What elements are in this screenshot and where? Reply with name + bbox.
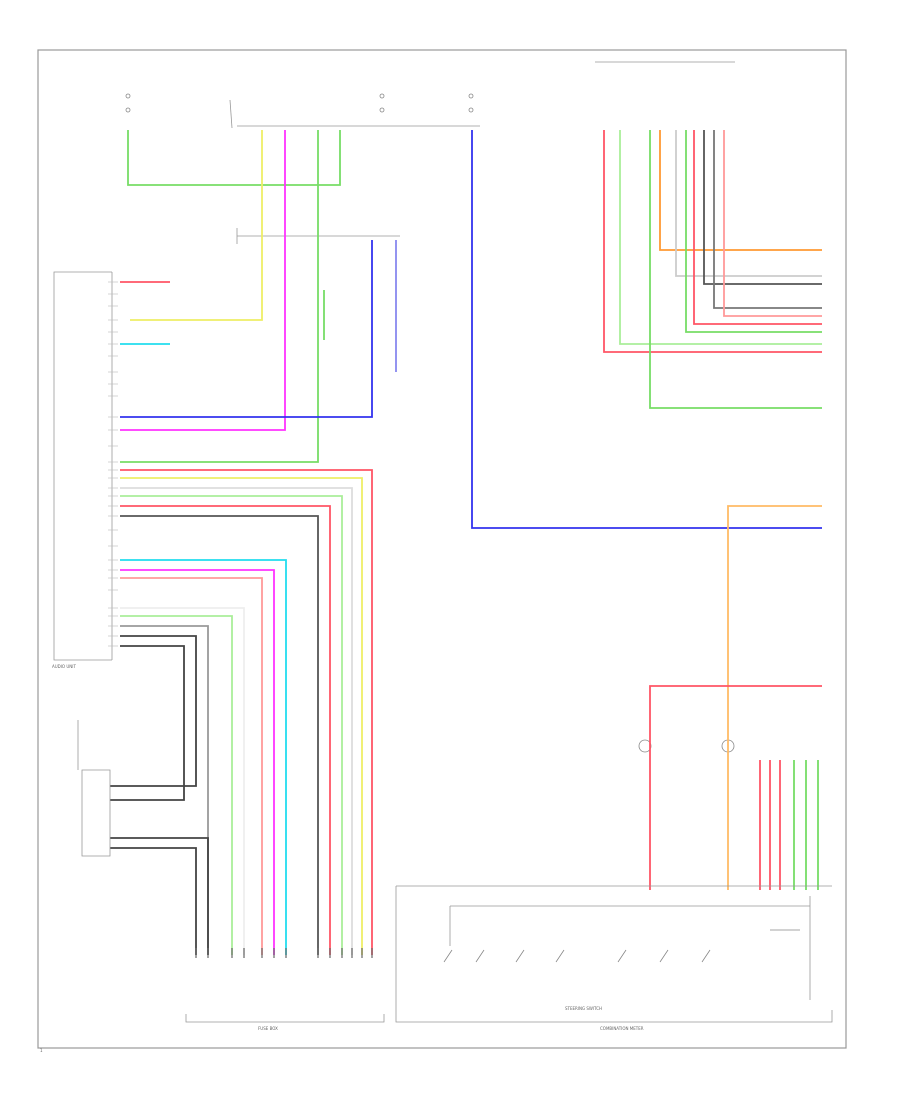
wire-lightgreen-bundle [120,495,343,955]
audio-unit-label: AUDIO UNIT [52,664,76,669]
wire-orange-right [659,130,822,251]
wire-gray-bundle-2 [120,625,209,955]
wires [110,130,822,955]
wire-lightgray-bundle-2 [120,607,245,955]
wire-green-top [127,130,341,186]
wire-blue-left [120,240,373,418]
page-number: 1 [40,1048,43,1053]
diagram-frame [37,49,847,1049]
audio-unit-box [53,271,113,661]
wire-magenta-bundle [120,569,275,955]
wire-gray-right-2 [713,130,822,309]
wire-yellow [130,130,263,321]
wire-cyan-bundle [120,559,287,955]
wire-red-right [603,130,822,353]
audio-unit-pins [108,281,118,647]
wire-green-right [649,130,822,409]
wire-blue-right [471,130,822,529]
wire-lightgreen-right [619,130,822,345]
wire-darkgray-3 [110,837,209,955]
wire-lightgreen-bundle-2 [120,615,233,955]
bottom-connector-ticks [195,948,373,958]
wire-magenta [120,130,286,431]
wire-pink-right [723,130,822,317]
wire-red-bundle-2 [120,505,331,955]
bottom-connector-frame [77,720,833,1023]
wire-gray-right [703,130,822,285]
wire-green-right-2 [685,130,822,333]
wire-orange-down [727,505,822,890]
wire-lightgray-right [675,130,822,277]
wire-lightgray-bundle [120,487,353,955]
wire-gray-bundle [120,515,319,955]
combination-meter-label: COMBINATION METER [600,1026,644,1031]
fuse-symbols [125,93,735,753]
wire-red-bundle [120,469,373,955]
wire-green-center [120,130,319,463]
top-fuse-strip [229,61,735,244]
steering-switch-symbols [443,929,800,963]
steering-switch-label: STEERING SWITCH [565,1006,602,1011]
wire-darkgray-2 [110,645,185,801]
wire-yellow-bundle [120,477,363,955]
fuse-box-label: FUSE BOX [258,1026,278,1031]
wire-red-horn [649,685,822,890]
wire-darkgray-1 [110,635,197,787]
wire-darkgray-4 [110,847,197,955]
wire-red-right-2 [693,130,822,325]
wire-pink-bundle [120,577,263,955]
